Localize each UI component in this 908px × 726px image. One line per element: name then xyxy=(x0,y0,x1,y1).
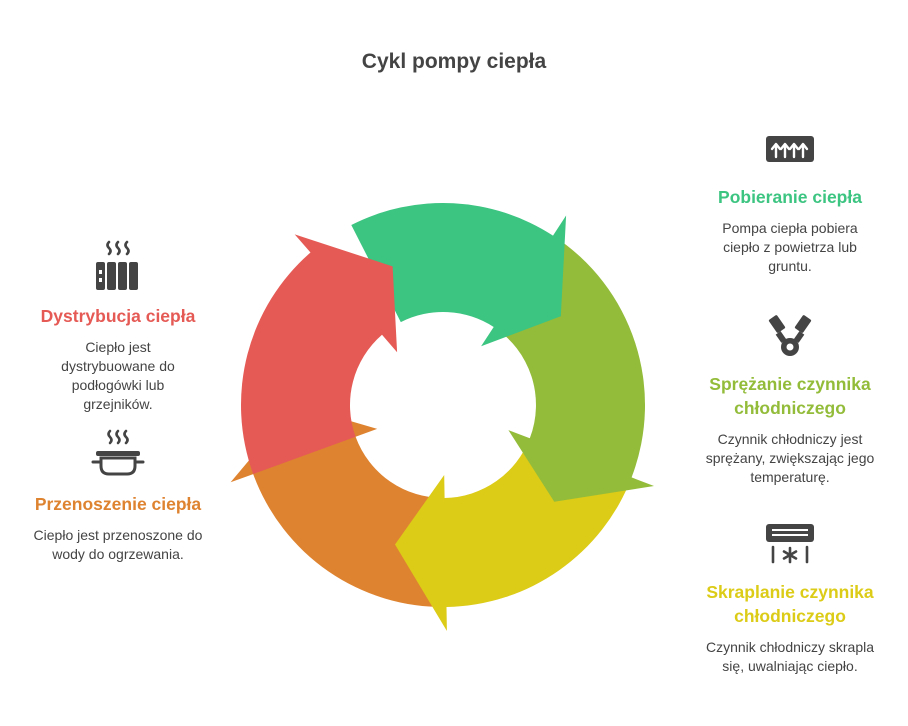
step-description: Ciepło jest przenoszone do wody do ogrze… xyxy=(33,527,203,562)
arrow-pobieranie xyxy=(351,203,567,347)
heat-rising-icon xyxy=(766,136,814,162)
step-heading: Dystrybucja ciepła xyxy=(40,306,196,326)
arrow-dystrybucja xyxy=(241,234,398,475)
step-heading: Pobieranie ciepła xyxy=(718,187,862,207)
radiator-icon xyxy=(96,240,138,290)
step-heading: Skraplanie czynnika chłodniczego xyxy=(706,582,874,626)
step-dystrybucja: Dystrybucja ciepła Ciepło jest dystrybuo… xyxy=(18,238,218,414)
step-skraplanie: Skraplanie czynnika chłodniczego Czynnik… xyxy=(688,522,892,676)
step-pobieranie: Pobieranie ciepła Pompa ciepła pobiera c… xyxy=(700,135,880,276)
compressor-pistons-icon xyxy=(768,315,812,356)
step-sprezanie: Sprężanie czynnika chłodniczego Czynnik … xyxy=(690,312,890,487)
air-conditioner-icon xyxy=(766,524,814,564)
heated-pot-icon xyxy=(91,429,145,476)
step-description: Pompa ciepła pobiera ciepło z powietrza … xyxy=(722,220,858,274)
step-heading: Przenoszenie ciepła xyxy=(34,494,202,514)
diagram-title: Cykl pompy ciepła xyxy=(361,50,547,73)
step-przenoszenie: Przenoszenie ciepła Ciepło jest przenosz… xyxy=(18,428,218,564)
step-description: Czynnik chłodniczy jest sprężany, zwięks… xyxy=(705,431,875,485)
step-heading: Sprężanie czynnika chłodniczego xyxy=(709,374,871,418)
step-description: Ciepło jest dystrybuowane do podłogówki … xyxy=(61,339,175,412)
step-description: Czynnik chłodniczy skrapla się, uwalniaj… xyxy=(705,639,875,674)
